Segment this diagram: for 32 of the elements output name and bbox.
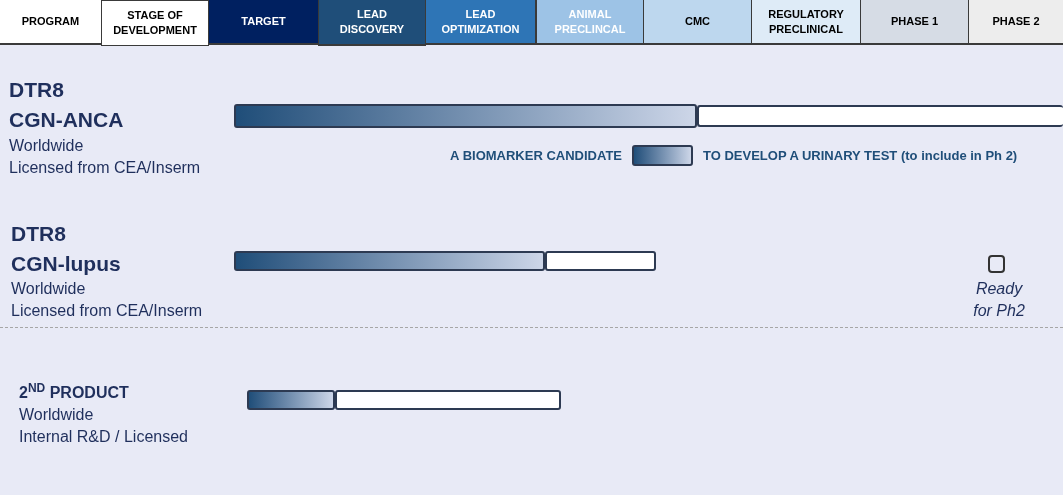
program-name: DTR8 bbox=[9, 77, 65, 103]
program-name: DTR8 bbox=[11, 221, 67, 247]
remaining-bar bbox=[335, 390, 561, 410]
territory-text: Worldwide bbox=[9, 136, 85, 156]
checkbox bbox=[988, 255, 1005, 273]
stage-header: STAGE OF DEVELOPMENT bbox=[101, 0, 209, 46]
program-name: 2$^{ND}$ PRODUCT bbox=[19, 382, 130, 403]
territory-text: Worldwide bbox=[19, 405, 95, 425]
stage-header: LEAD OPTIMIZATION bbox=[426, 0, 535, 45]
stage-header: REGULATORY PRECLINICAL bbox=[751, 0, 860, 45]
license-text: Internal R&D / Licensed bbox=[19, 427, 189, 447]
status-note: Ready for Ph2 bbox=[972, 279, 1026, 321]
stage-header: LEAD DISCOVERY bbox=[318, 0, 426, 46]
program-name: CGN-ANCA bbox=[9, 107, 125, 133]
progress-bar bbox=[234, 251, 545, 271]
progress-bar bbox=[247, 390, 335, 410]
remaining-bar bbox=[697, 105, 1063, 127]
stage-header: PROGRAM bbox=[0, 0, 101, 45]
program-name: CGN-lupus bbox=[11, 251, 122, 277]
note-text: TO DEVELOP A URINARY TEST (to include in Ph 2) bbox=[703, 147, 1019, 165]
stage-header: PHASE 1 bbox=[860, 0, 968, 45]
license-text: Licensed from CEA/Inserm bbox=[9, 158, 202, 178]
territory-text: Worldwide bbox=[11, 279, 87, 299]
progress-bar bbox=[234, 104, 697, 128]
gradient-swatch bbox=[632, 145, 693, 166]
stage-header: ANIMAL PRECLINCAL bbox=[535, 0, 643, 45]
note-text: A BIOMARKER CANDIDATE bbox=[449, 147, 622, 165]
stage-header: TARGET bbox=[209, 0, 318, 45]
remaining-bar bbox=[545, 251, 656, 271]
stage-header: CMC bbox=[643, 0, 751, 45]
stage-header: PHASE 2 bbox=[968, 0, 1063, 45]
license-text: Licensed from CEA/Inserm bbox=[11, 301, 204, 321]
